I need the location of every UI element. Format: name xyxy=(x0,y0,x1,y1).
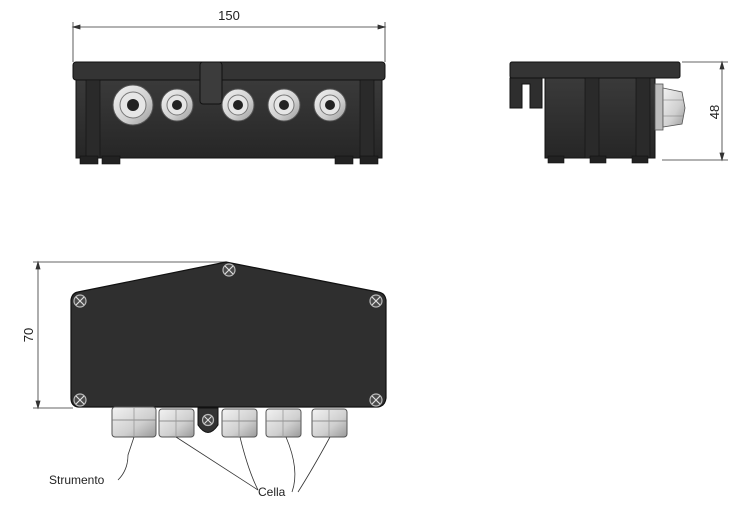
front-gland-instrument xyxy=(112,84,154,126)
screw-icon xyxy=(222,263,236,277)
side-rib xyxy=(635,77,651,159)
screw-icon xyxy=(73,393,87,407)
top-lid xyxy=(70,261,387,408)
instrument-label: Strumento xyxy=(49,473,105,487)
top-gland-cell xyxy=(311,408,348,438)
side-foot xyxy=(631,155,649,164)
side-foot xyxy=(589,155,607,164)
front-foot xyxy=(359,155,379,165)
front-left-rib xyxy=(85,79,101,159)
screw-icon xyxy=(369,393,383,407)
front-center-lug xyxy=(199,61,223,105)
front-gland-cell xyxy=(221,88,255,122)
cell-leader xyxy=(285,436,296,493)
side-view: 48 xyxy=(509,60,728,164)
front-lid xyxy=(72,61,386,81)
side-foot xyxy=(547,155,565,164)
front-gland-cell xyxy=(267,88,301,122)
side-gland xyxy=(654,83,686,131)
side-lid xyxy=(509,61,681,79)
side-hook xyxy=(509,77,543,109)
cell-leader xyxy=(297,436,331,493)
top-gland-cell xyxy=(265,408,302,438)
height-dimension-label: 48 xyxy=(707,105,722,119)
top-gland-cell xyxy=(158,408,195,438)
width-dimension-label: 150 xyxy=(218,8,240,23)
depth-dimension xyxy=(33,260,226,410)
screw-icon xyxy=(201,413,215,427)
front-foot xyxy=(101,155,121,165)
top-gland-cell xyxy=(221,408,258,438)
front-gland-cell xyxy=(313,88,347,122)
front-foot xyxy=(79,155,99,165)
cell-leader xyxy=(175,436,259,491)
width-dimension xyxy=(71,22,387,62)
side-rib xyxy=(584,77,600,159)
height-dimension xyxy=(662,60,728,162)
cell-leader xyxy=(239,436,259,491)
cell-label: Cella xyxy=(258,485,286,499)
front-gland-cell xyxy=(160,88,194,122)
screw-icon xyxy=(73,294,87,308)
screw-icon xyxy=(369,294,383,308)
front-foot xyxy=(334,155,354,165)
instrument-leader xyxy=(117,436,135,481)
depth-dimension-label: 70 xyxy=(21,328,36,342)
top-view: 70 xyxy=(21,260,387,499)
front-view: 150 xyxy=(71,8,387,165)
front-right-rib xyxy=(359,79,375,159)
top-gland-instrument xyxy=(111,406,157,438)
leader-lines xyxy=(117,436,331,493)
